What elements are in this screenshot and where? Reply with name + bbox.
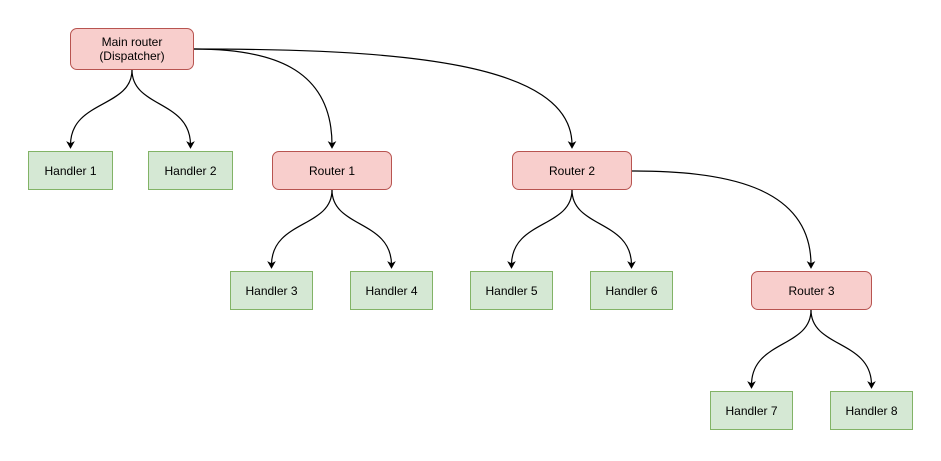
node-handler-3[interactable]: Handler 3 xyxy=(230,271,313,310)
node-handler-1[interactable]: Handler 1 xyxy=(28,151,113,190)
edge-router-3-to-handler-8 xyxy=(810,309,876,389)
node-label-main-router: Main router (Dispatcher) xyxy=(99,35,165,63)
edge-main-to-handler-1 xyxy=(66,69,133,149)
edge-router-2-to-handler-6 xyxy=(571,189,636,269)
node-router-2[interactable]: Router 2 xyxy=(512,151,632,190)
edge-main-to-router-1 xyxy=(193,48,337,149)
edge-group xyxy=(66,48,876,389)
edge-router-1-to-handler-4 xyxy=(331,189,396,269)
node-handler-6[interactable]: Handler 6 xyxy=(590,271,673,310)
node-label-router-2: Router 2 xyxy=(548,163,596,178)
node-handler-5[interactable]: Handler 5 xyxy=(470,271,553,310)
node-main-router[interactable]: Main router (Dispatcher) xyxy=(70,28,194,70)
node-handler-8[interactable]: Handler 8 xyxy=(830,391,913,430)
edge-router-2-to-handler-5 xyxy=(507,189,573,269)
node-router-3[interactable]: Router 3 xyxy=(751,271,872,310)
node-label-router-3: Router 3 xyxy=(788,283,835,298)
node-label-router-1: Router 1 xyxy=(308,163,356,178)
edge-main-to-router-2 xyxy=(193,48,577,149)
node-label-handler-4: Handler 4 xyxy=(365,283,418,298)
edge-router-1-to-handler-3 xyxy=(267,189,333,269)
node-label-handler-1: Handler 1 xyxy=(44,163,97,178)
node-router-1[interactable]: Router 1 xyxy=(272,151,392,190)
node-handler-7[interactable]: Handler 7 xyxy=(710,391,793,430)
node-handler-4[interactable]: Handler 4 xyxy=(350,271,433,310)
node-label-handler-6: Handler 6 xyxy=(605,283,658,298)
node-label-handler-3: Handler 3 xyxy=(245,283,298,298)
edge-main-to-handler-2 xyxy=(131,69,195,149)
node-label-handler-8: Handler 8 xyxy=(845,403,898,418)
node-handler-2[interactable]: Handler 2 xyxy=(148,151,233,190)
edge-router-3-to-handler-7 xyxy=(747,309,812,389)
edge-router-2-to-router-3 xyxy=(631,170,816,269)
node-label-handler-5: Handler 5 xyxy=(485,283,538,298)
node-label-handler-2: Handler 2 xyxy=(164,163,217,178)
node-label-handler-7: Handler 7 xyxy=(725,403,778,418)
